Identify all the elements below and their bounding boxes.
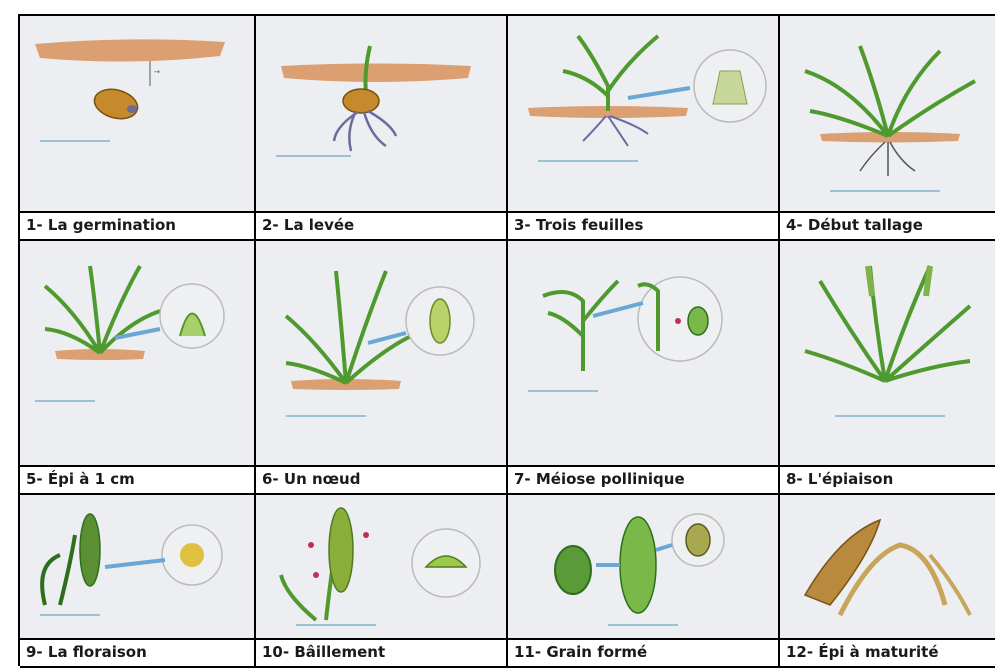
ear-1cm-plant-icon [20, 241, 256, 467]
stage-cell-10: 10- Bâillement [256, 495, 508, 668]
meiosis-stem-icon [508, 241, 780, 467]
stage-label: 4- Début tallage [780, 211, 995, 239]
stage-cell-3: 3- Trois feuilles [508, 16, 780, 241]
stage-label: 7- Méiose pollinique [508, 465, 778, 493]
wheat-growth-stages-grid: → 1- La germination 2- La levée 3- Trois… [18, 14, 995, 666]
svg-text:→: → [154, 68, 160, 76]
mature-ear-icon [780, 495, 995, 640]
stage-cell-11: 11- Grain formé [508, 495, 780, 668]
one-node-plant-icon [256, 241, 508, 467]
three-leaf-plant-icon [508, 16, 780, 213]
emerging-seedling-icon [256, 16, 508, 213]
stage-label: 10- Bâillement [256, 638, 506, 666]
stage-label: 11- Grain formé [508, 638, 778, 666]
stage-label: 9- La floraison [20, 638, 254, 666]
gaping-ear-icon [256, 495, 508, 640]
stage-label: 12- Épi à maturité [780, 638, 995, 666]
stage-cell-4: 4- Début tallage [780, 16, 995, 241]
stage-cell-6: 6- Un nœud [256, 241, 508, 495]
stage-label: 6- Un nœud [256, 465, 506, 493]
stage-cell-8: 8- L'épiaison [780, 241, 995, 495]
stage-cell-2: 2- La levée [256, 16, 508, 241]
stage-cell-5: 5- Épi à 1 cm [20, 241, 256, 495]
stage-label: 2- La levée [256, 211, 506, 239]
stage-cell-1: → 1- La germination [20, 16, 256, 241]
stage-cell-12: 12- Épi à maturité [780, 495, 995, 668]
germinating-seed-icon: → [20, 16, 256, 213]
formed-grain-icon [508, 495, 780, 640]
flowering-ear-icon [20, 495, 256, 640]
tillering-plant-icon [780, 16, 995, 213]
stage-label: 5- Épi à 1 cm [20, 465, 254, 493]
heading-plant-icon [780, 241, 995, 467]
stage-label: 1- La germination [20, 211, 254, 239]
stage-label: 8- L'épiaison [780, 465, 995, 493]
stage-cell-7: 7- Méiose pollinique [508, 241, 780, 495]
stage-label: 3- Trois feuilles [508, 211, 778, 239]
stage-cell-9: 9- La floraison [20, 495, 256, 668]
